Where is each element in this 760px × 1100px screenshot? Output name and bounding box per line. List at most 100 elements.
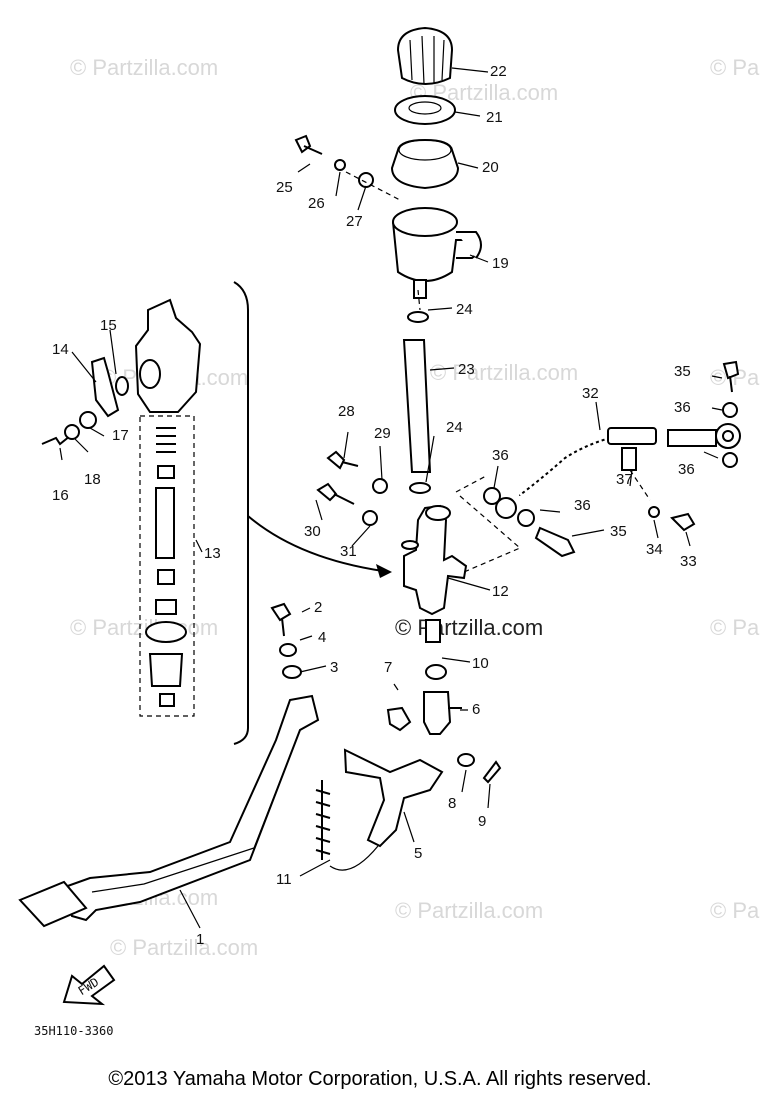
callout-35-bottom: 35 bbox=[610, 523, 627, 540]
callout-17: 17 bbox=[112, 427, 129, 444]
washer-34 bbox=[648, 506, 660, 518]
kit-13-box bbox=[139, 415, 195, 717]
washer-31 bbox=[362, 510, 378, 526]
callout-21: 21 bbox=[486, 109, 503, 126]
callout-30: 30 bbox=[304, 523, 321, 540]
hose-clip-bottom bbox=[409, 482, 431, 494]
brake-pedal bbox=[18, 694, 320, 928]
callout-36-right-top: 36 bbox=[674, 399, 691, 416]
kit-spring bbox=[156, 427, 176, 453]
callout-16: 16 bbox=[52, 487, 69, 504]
diaphragm-plate bbox=[394, 95, 456, 125]
callout-29: 29 bbox=[374, 425, 391, 442]
diagram-code: 35H110-3360 bbox=[34, 1024, 113, 1038]
hose-union-bolt-28 bbox=[326, 450, 359, 470]
callout-32: 32 bbox=[582, 385, 599, 402]
callout-1: 1 bbox=[196, 931, 204, 948]
oring-15 bbox=[115, 376, 129, 396]
callout-14: 14 bbox=[52, 341, 69, 358]
kit-boot bbox=[148, 653, 184, 687]
diaphragm bbox=[390, 138, 460, 190]
callout-36-right-bottom: 36 bbox=[678, 461, 695, 478]
assembly-guide bbox=[345, 171, 651, 573]
callout-18: 18 bbox=[84, 471, 101, 488]
callout-24-top: 24 bbox=[456, 301, 473, 318]
callout-9: 9 bbox=[478, 813, 486, 830]
bolt-35-top bbox=[722, 360, 740, 393]
detail-arrow bbox=[247, 515, 391, 573]
callout-36-left: 36 bbox=[492, 447, 509, 464]
washer-36-d bbox=[722, 452, 738, 468]
pin-7 bbox=[386, 706, 412, 732]
washer-36-c bbox=[722, 402, 738, 418]
bolt-30 bbox=[316, 482, 355, 505]
callout-12: 12 bbox=[492, 583, 509, 600]
watermark: © Partzilla.com bbox=[395, 898, 543, 923]
callout-labels: 1 2 3 4 5 6 7 8 9 10 11 12 13 14 15 16 1… bbox=[52, 63, 697, 948]
washer-36-b bbox=[517, 509, 535, 527]
kit-end bbox=[159, 693, 175, 707]
callout-33: 33 bbox=[680, 553, 697, 570]
callout-20: 20 bbox=[482, 159, 499, 176]
callout-22: 22 bbox=[490, 63, 507, 80]
leader-lines bbox=[59, 67, 723, 929]
kit-piston bbox=[155, 487, 175, 559]
arrow-head bbox=[376, 564, 392, 578]
washer-18 bbox=[64, 424, 80, 440]
callout-34: 34 bbox=[646, 541, 663, 558]
watermark: © Partzilla.com bbox=[710, 615, 760, 640]
washer-3 bbox=[282, 665, 302, 679]
washer-8 bbox=[457, 753, 475, 767]
nut-10 bbox=[425, 664, 447, 680]
callout-4: 4 bbox=[318, 629, 326, 646]
callout-3: 3 bbox=[330, 659, 338, 676]
callout-5: 5 bbox=[414, 845, 422, 862]
washer-26 bbox=[334, 159, 346, 171]
detail-bracket bbox=[233, 281, 249, 745]
reservoir-bolt bbox=[294, 134, 323, 155]
washer-36-a bbox=[483, 487, 501, 505]
reservoir-hose bbox=[402, 339, 432, 473]
callout-28: 28 bbox=[338, 403, 355, 420]
callout-8: 8 bbox=[448, 795, 456, 812]
callout-31: 31 bbox=[340, 543, 357, 560]
callout-7: 7 bbox=[384, 659, 392, 676]
callout-10: 10 bbox=[472, 655, 489, 672]
brake-hose bbox=[518, 423, 741, 498]
callout-36-middle: 36 bbox=[574, 497, 591, 514]
cotter-pin-9 bbox=[482, 760, 502, 784]
callout-35-top: 35 bbox=[674, 363, 691, 380]
callout-26: 26 bbox=[308, 195, 325, 212]
watermark: © Partzilla.com bbox=[70, 55, 218, 80]
watermark: © Partzilla.com bbox=[710, 898, 760, 923]
watermark: © Partzilla.com bbox=[430, 360, 578, 385]
nut-4 bbox=[279, 643, 297, 657]
union-bolt-35 bbox=[534, 526, 576, 558]
cylinder-body-detail bbox=[134, 298, 202, 413]
spring-link bbox=[329, 845, 379, 871]
return-spring-11 bbox=[315, 780, 331, 860]
washer-29 bbox=[372, 478, 388, 494]
watermark-dark: © Partzilla.com bbox=[395, 615, 543, 640]
callout-15: 15 bbox=[100, 317, 117, 334]
callout-25: 25 bbox=[276, 179, 293, 196]
callout-6: 6 bbox=[472, 701, 480, 718]
pushrod-14 bbox=[90, 356, 120, 418]
callout-23: 23 bbox=[458, 361, 475, 378]
callout-13: 13 bbox=[204, 545, 221, 562]
master-cylinder bbox=[401, 504, 468, 643]
kit-circlip bbox=[145, 621, 187, 643]
callout-11: 11 bbox=[276, 871, 292, 888]
kit-seal-b bbox=[157, 569, 175, 585]
callout-27: 27 bbox=[346, 213, 363, 230]
kit-washer bbox=[155, 599, 177, 615]
rear-master-cylinder-diagram: © Partzilla.com © Partzilla.com © Partzi… bbox=[18, 26, 760, 1038]
bolt-33 bbox=[670, 512, 696, 532]
callout-24-bottom: 24 bbox=[446, 419, 463, 436]
reservoir-tank bbox=[392, 207, 482, 299]
callout-19: 19 bbox=[492, 255, 509, 272]
callout-2: 2 bbox=[314, 599, 322, 616]
front-direction-badge: FWD bbox=[62, 964, 116, 1006]
cylinder-boss bbox=[139, 359, 161, 389]
